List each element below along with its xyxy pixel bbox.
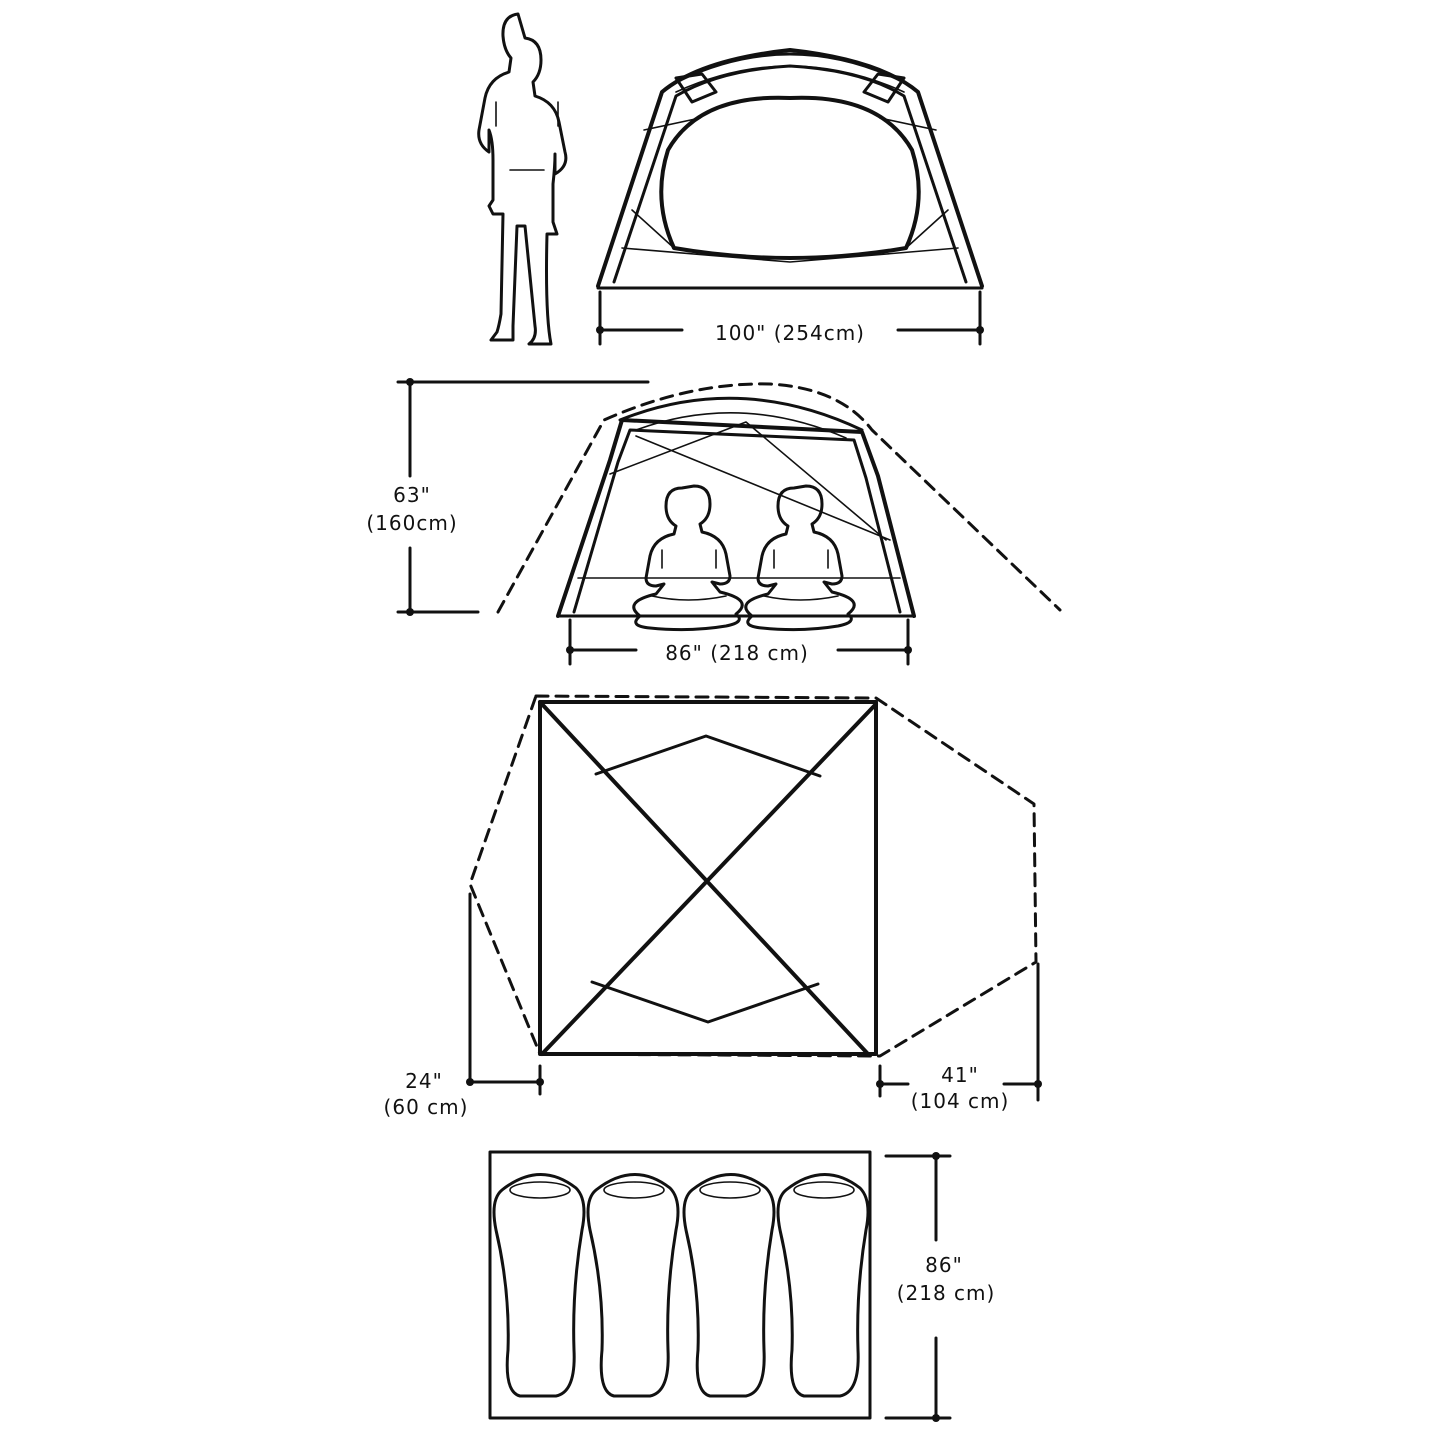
side-width-dimension: 86" (218 cm) [566, 618, 912, 666]
height-cm-label: (160cm) [366, 511, 457, 535]
tent-front-view [596, 48, 984, 290]
seated-person-right-figure [744, 484, 856, 632]
seated-person-left-figure [632, 484, 744, 632]
front-width-dimension: 100" (254cm) [596, 290, 984, 346]
height-dimension: 63" (160cm) [366, 378, 650, 616]
tent-top-view [468, 694, 1038, 1058]
sleeping-bag-4 [776, 1173, 870, 1398]
vestibule-right-cm-label: (104 cm) [911, 1089, 1010, 1113]
sleeping-bag-1 [492, 1173, 586, 1398]
vestibule-left-dimension: 24" (60 cm) [384, 892, 544, 1119]
height-inches-label: 63" [393, 483, 431, 507]
vestibule-right-dimension: 41" (104 cm) [876, 962, 1042, 1113]
floor-length-inches-label: 86" [925, 1253, 963, 1277]
sleeping-bag-2 [586, 1173, 680, 1398]
vestibule-left-cm-label: (60 cm) [384, 1095, 469, 1119]
tent-floor-view [488, 1150, 872, 1420]
front-width-label: 100" (254cm) [715, 321, 865, 345]
tent-side-view [496, 382, 1062, 618]
sleeping-bag-3 [682, 1173, 776, 1398]
vestibule-right-inches-label: 41" [941, 1063, 979, 1087]
floor-length-dimension: 86" (218 cm) [884, 1152, 996, 1422]
side-width-label: 86" (218 cm) [665, 641, 809, 665]
standing-person-figure [477, 12, 568, 346]
vestibule-left-inches-label: 24" [405, 1069, 443, 1093]
floor-length-cm-label: (218 cm) [897, 1281, 996, 1305]
